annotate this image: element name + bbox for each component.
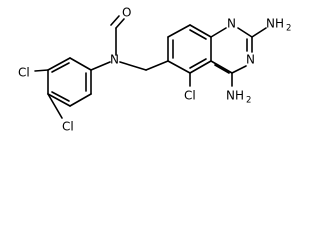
bond-q-inner-c bbox=[189, 58, 207, 69]
bond-q-8a-n1 bbox=[210, 27, 227, 38]
bond-formyl-c-o-double bbox=[110, 15, 120, 26]
bond-q-inner-b bbox=[189, 29, 207, 40]
bond-aryl-2-3 bbox=[47, 57, 71, 71]
atom-ring-nitrogen-1: N bbox=[227, 17, 236, 31]
bond-q-c4-4a bbox=[210, 60, 233, 74]
bond-aryl-4-5 bbox=[47, 93, 71, 107]
bond-c2-nh2 bbox=[251, 27, 267, 38]
atom-amino-2: NH bbox=[266, 17, 284, 31]
bond-q-5-6 bbox=[167, 60, 191, 74]
atom-amide-nitrogen: N bbox=[110, 53, 119, 67]
bond-n-ch2 bbox=[119, 61, 147, 71]
bond-q-n3-c4 bbox=[231, 65, 247, 74]
atom-chloro-5: Cl bbox=[184, 89, 196, 103]
atom-chloro-3p: Cl bbox=[62, 120, 74, 134]
bond-ch2-ring bbox=[145, 60, 169, 71]
atom-formyl-oxygen: O bbox=[122, 6, 131, 20]
bonds bbox=[34, 15, 267, 119]
atom-chloro-4p: Cl bbox=[18, 66, 30, 80]
atom-amino-2-subscript: 2 bbox=[286, 24, 291, 34]
bond-q-n1-c2 bbox=[237, 27, 253, 38]
bond-aryl-1-2 bbox=[69, 57, 92, 71]
chemical-structure: O N Cl Cl N N NH 2 NH 2 Cl bbox=[18, 6, 291, 134]
atom-labels: O N Cl Cl N N NH 2 NH 2 Cl bbox=[18, 6, 291, 134]
bond-q-7-8 bbox=[167, 24, 191, 38]
bond-n-aryl bbox=[90, 61, 111, 71]
bond-aryl-inner-a bbox=[51, 62, 70, 73]
atom-amino-4: NH bbox=[226, 89, 244, 103]
bond-aryl-cl-4p bbox=[34, 69, 49, 72]
bond-q-4a-5 bbox=[189, 60, 212, 74]
bond-aryl-cl-3p bbox=[47, 93, 63, 119]
bond-q-inner-e bbox=[214, 64, 230, 74]
bond-formyl-c-o bbox=[115, 18, 125, 29]
atom-ring-nitrogen-3: N bbox=[246, 53, 255, 67]
bond-aryl-5-6 bbox=[69, 93, 92, 107]
bond-q-8-8a bbox=[189, 24, 212, 38]
bond-aryl-inner-b bbox=[51, 91, 70, 102]
atom-amino-4-subscript: 2 bbox=[246, 96, 251, 106]
